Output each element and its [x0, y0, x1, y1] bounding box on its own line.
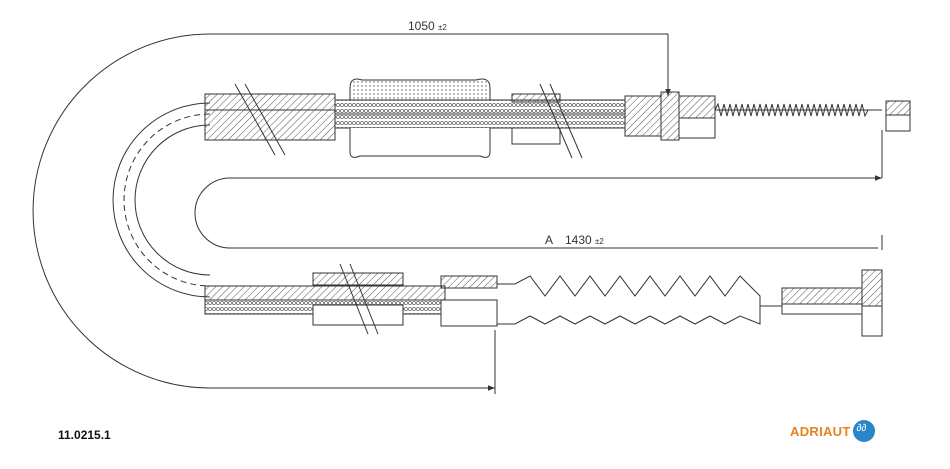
- brand-logo-text: ADRIAUT: [790, 423, 851, 439]
- dimension-lower: A 1430 ±2: [545, 233, 604, 247]
- dimension-lower-prefix: A: [545, 233, 553, 247]
- outer-loop: [32, 33, 668, 389]
- dimension-lower-value: 1430: [565, 233, 592, 247]
- dimension-upper: 1050 ±2: [408, 19, 447, 33]
- brand-logo: ADRIAUT ∂∂: [790, 420, 875, 442]
- part-number: 11.0215.1: [58, 428, 111, 442]
- upper-cable: [204, 78, 911, 159]
- dimension-lower-tolerance: ±2: [595, 237, 604, 246]
- lower-cable: [204, 263, 883, 337]
- dimension-upper-tolerance: ±2: [438, 23, 447, 32]
- dimension-lines: [240, 34, 883, 394]
- brand-logo-badge-icon: ∂∂: [852, 420, 875, 442]
- dimension-upper-value: 1050: [408, 19, 435, 33]
- brand-logo-badge-glyph: ∂∂: [856, 423, 867, 434]
